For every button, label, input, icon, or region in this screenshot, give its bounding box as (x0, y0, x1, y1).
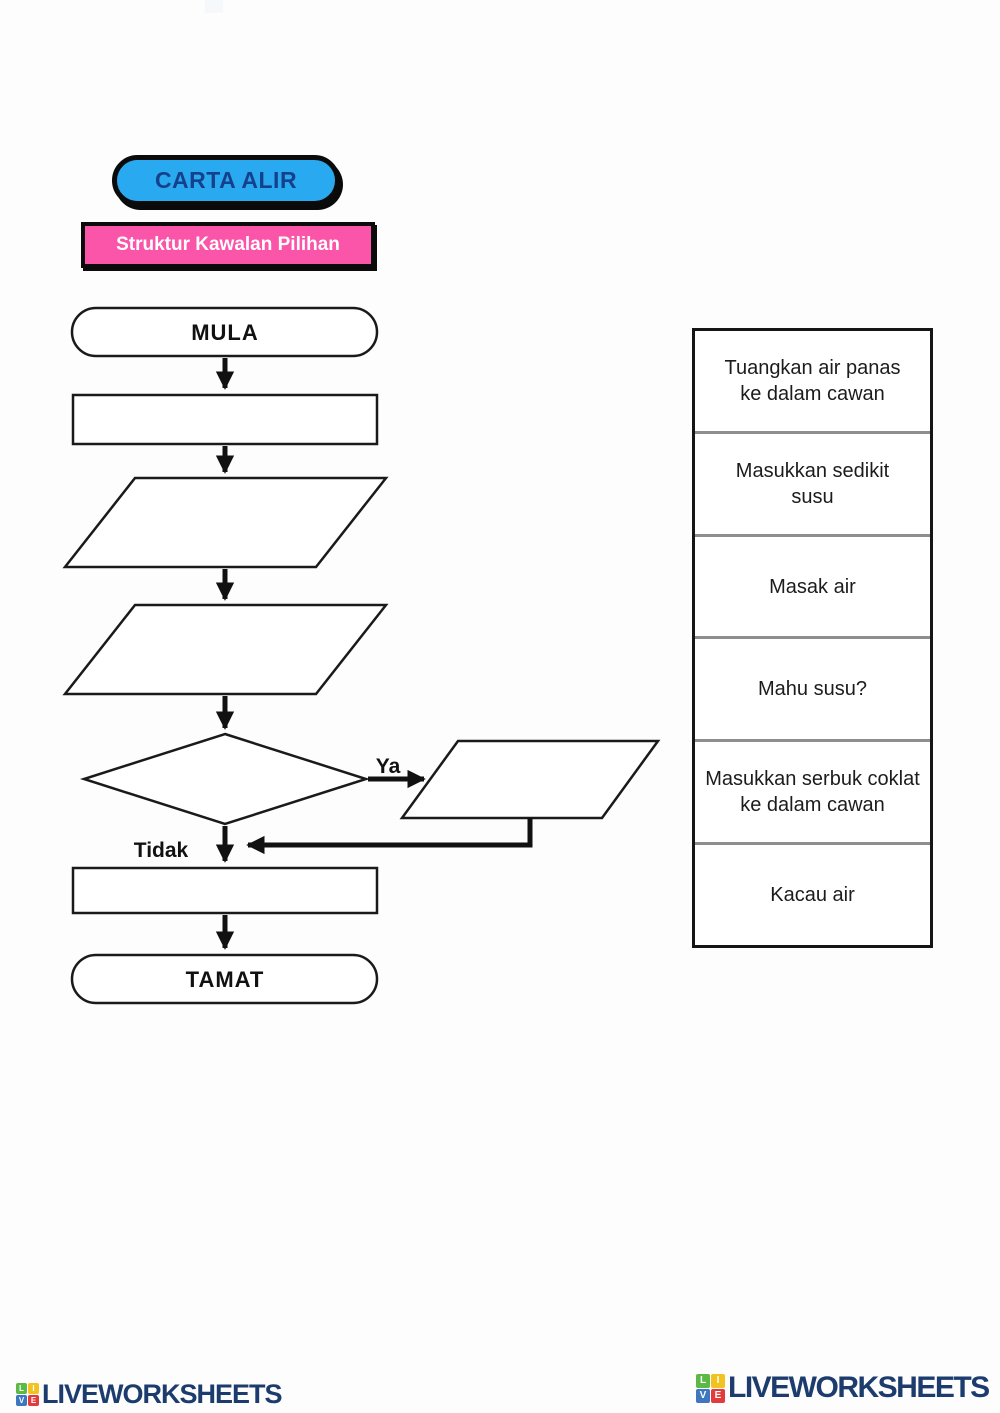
io-parallelogram-1[interactable] (62, 476, 389, 569)
answer-option[interactable]: Tuangkan air panas ke dalam cawan (695, 331, 930, 431)
i-tile-icon: I (28, 1383, 39, 1394)
io-parallelogram-yes[interactable] (399, 739, 661, 820)
branch-no-label: Tidak (134, 839, 189, 862)
answer-option-line: ke dalam cawan (740, 382, 885, 405)
answer-option[interactable]: Kacau air (695, 842, 930, 945)
page-title: CARTA ALIR (154, 167, 298, 193)
v-tile-icon: V (696, 1388, 710, 1403)
liveworksheets-wordmark: LIVEWORKSHEETS (728, 1371, 990, 1404)
io-parallelogram-2[interactable] (62, 603, 389, 696)
answer-option-line: Kacau air (770, 884, 855, 907)
liveworksheets-wordmark: LIVEWORKSHEETS (42, 1379, 283, 1409)
end-terminator (70, 953, 379, 1005)
answer-option-line: Masak air (769, 575, 856, 598)
answer-option-line: Tuangkan air panas (724, 356, 901, 379)
answer-option-line: Masukkan serbuk coklat (705, 768, 920, 791)
answer-option-line: ke dalam cawan (740, 794, 885, 817)
answer-option-line: susu (791, 485, 834, 508)
answer-option-line: Masukkan sedikit (735, 459, 890, 482)
process-box-2[interactable] (71, 866, 379, 915)
e-tile-icon: E (711, 1388, 725, 1403)
l-tile-icon: L (696, 1373, 710, 1388)
i-tile-icon: I (711, 1373, 725, 1388)
answer-option[interactable]: Mahu susu? (695, 636, 930, 739)
l-tile-icon: L (16, 1383, 27, 1394)
v-tile-icon: V (16, 1395, 27, 1406)
answer-option-line: Mahu susu? (758, 678, 867, 701)
start-terminator (70, 306, 379, 358)
start-label: MULA (191, 320, 259, 345)
decision-diamond[interactable] (79, 732, 371, 826)
answer-option[interactable]: Masukkan serbuk coklat ke dalam cawan (695, 739, 930, 842)
carta-alir-badge: CARTA ALIR (112, 155, 340, 206)
page-artifact (205, 0, 223, 13)
answer-option[interactable]: Masukkan sedikit susu (695, 430, 930, 534)
end-label: TAMAT (186, 967, 265, 992)
subtitle-text: Struktur Kawalan Pilihan (116, 234, 340, 255)
answer-option[interactable]: Masak air (695, 533, 930, 637)
subtitle-badge: Struktur Kawalan Pilihan (81, 222, 375, 268)
connector-yes-return (246, 818, 533, 855)
process-box-1[interactable] (71, 393, 379, 446)
e-tile-icon: E (28, 1395, 39, 1406)
branch-yes-label: Ya (376, 755, 401, 778)
